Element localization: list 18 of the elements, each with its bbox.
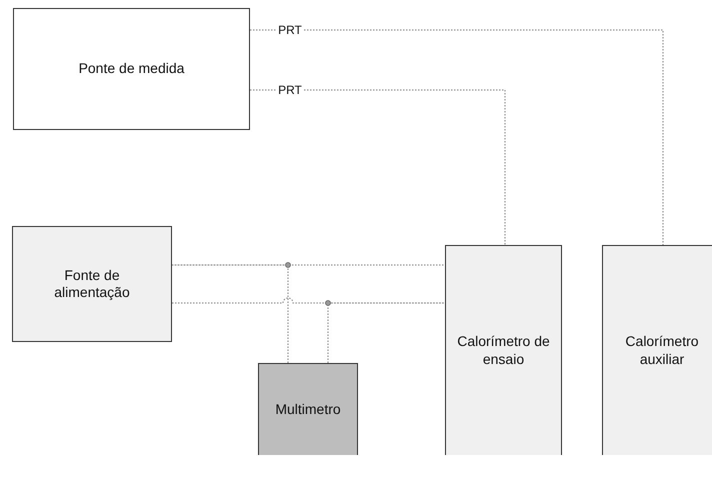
edge-label: PRT [277,24,303,36]
wire [172,264,446,266]
component-label: Fonte de alimentação [53,266,131,302]
component-label: Ponte de medida [78,60,186,78]
wire [325,300,446,364]
component-box [258,363,358,455]
component-label: Calorímetro auxiliar [624,333,700,368]
component-label: Calorímetro de ensaio [456,333,551,368]
wire [172,262,291,364]
wire [250,30,664,246]
component-box [13,8,250,130]
wire [250,90,506,246]
component-box [12,226,172,342]
component-box [445,245,562,455]
component-box [602,245,712,455]
edge-label: PRT [277,84,303,96]
wire [172,298,446,304]
component-label: Multimetro [274,400,342,418]
